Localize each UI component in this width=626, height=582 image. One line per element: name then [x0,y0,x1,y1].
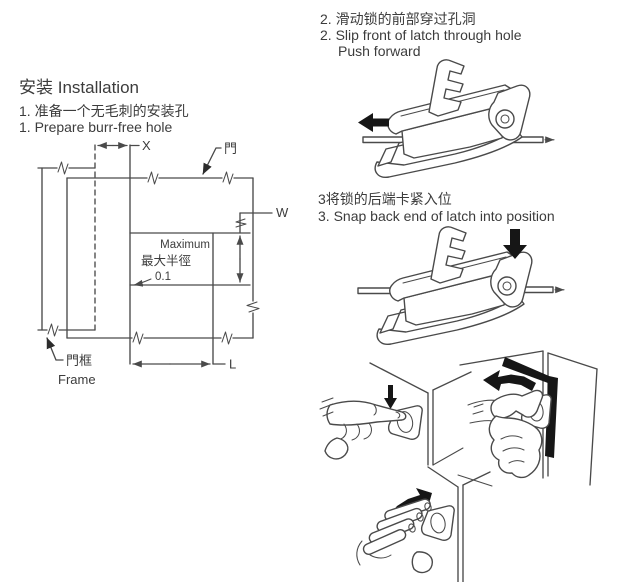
break-mark [147,170,159,186]
panel-left-top-edge [427,466,459,488]
hole-dimension-diagram: X W L 門 門框 Frame Maximum 最大半徑 0. [37,138,289,387]
snap-down-arrow-icon [503,229,527,259]
latch-step2 [374,59,531,179]
index-finger [326,400,407,426]
panel-edge-right [522,286,554,294]
swing-left-arrow-icon [483,370,536,391]
finger-crease [373,404,377,416]
finger [362,529,407,556]
curled-pinky [411,551,434,574]
finger-nail [416,512,424,522]
dim-l-label: L [229,357,236,372]
w-dimension: W [236,205,289,283]
finger-line [500,435,523,440]
finger-line [508,460,525,464]
frame-label-zh: 門框 [66,353,92,368]
frame-right-outer-edge [589,368,598,486]
step2-text-zh: 2. 滑动锁的前部穿过孔洞 [320,11,476,27]
latch-plate [420,505,455,541]
press-down-arrow-icon [384,385,397,409]
latch-plate-oval [430,512,446,534]
x-dimension: X [97,138,151,153]
palm-edge [356,540,363,566]
panel-right-top-edge [462,471,491,486]
step2-text-en-line2: Push forward [338,43,421,59]
step2-text-en: 2. Slip front of latch through hole [320,27,522,43]
knuckle-line [363,422,372,440]
break-mark [222,170,234,186]
radius-note-line1: Maximum [160,239,210,251]
radius-note-line2: 最大半徑 [141,254,191,268]
dim-x-label: X [142,138,151,153]
break-mark [57,160,69,176]
push-fingers-illustration [356,466,491,582]
step3-text-en: 3. Snap back end of latch into position [318,208,555,224]
door-leader: 門 [202,141,237,175]
installation-title: 安装 Installation [19,78,139,97]
knuckle-line [351,423,360,441]
finger-nail [424,502,432,512]
dim-w-label: W [276,205,289,220]
frame-leader: 門框 Frame [46,337,96,387]
step1-text-zh: 1. 准备一个无毛刺的安装孔 [19,103,189,119]
hole-outline [129,144,251,365]
radius-note-line3: 0.1 [155,271,171,283]
finger-line [502,447,525,452]
wrist-sketch-lines [319,397,334,417]
cabinet-right-top-edge [432,371,472,391]
finger-nail [408,523,416,533]
thumb [490,389,544,419]
door-label: 門 [224,141,237,156]
thumb [324,437,349,460]
gasket-band [502,357,558,458]
step2-illustration [358,59,555,179]
cabinet-left-top-edge [369,362,429,394]
knuckle-line [337,423,347,441]
hand-installation-illustrations [319,350,598,582]
break-mark [132,330,144,346]
frame-bottom-edge [457,474,493,487]
radius-note: Maximum 最大半徑 0.1 [133,239,210,287]
break-mark [245,301,261,313]
frame-right-top-edge [547,352,598,370]
step3-text-zh: 3将锁的后端卡紧入位 [318,191,452,207]
latch-step3 [376,226,533,346]
wrist-sketch-lines [472,403,484,415]
break-marks [47,160,261,346]
break-mark [47,322,59,338]
press-hand-illustration [457,350,598,487]
break-mark [221,330,233,346]
press-finger-illustration [319,362,472,466]
cabinet-bottom-edge [432,447,464,466]
l-dimension: L [132,357,236,372]
fist [488,415,543,479]
step3-illustration [357,226,565,346]
frame-left-top-edge [459,350,544,366]
finger-nail [395,411,401,419]
frame-label-en: Frame [58,372,96,387]
push-forward-arrow-icon [358,113,389,132]
step1-text-en: 1. Prepare burr-free hole [19,119,173,135]
knuckle-line [369,554,392,559]
